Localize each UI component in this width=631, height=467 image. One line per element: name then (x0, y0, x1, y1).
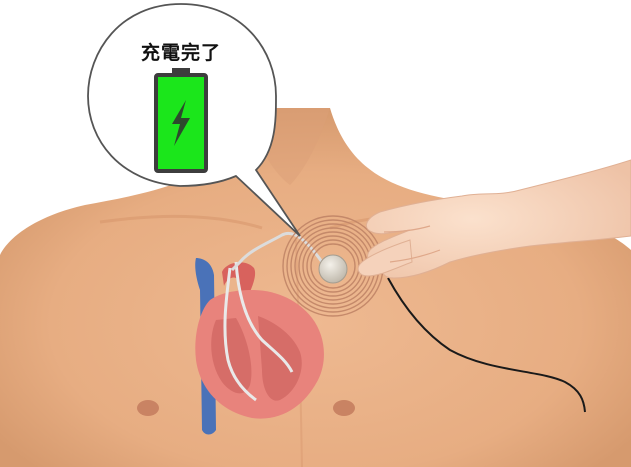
torso (0, 108, 631, 467)
charge-complete-label: 充電完了 (96, 38, 266, 65)
implant-device (319, 255, 347, 283)
right-nipple (333, 400, 355, 416)
left-nipple (137, 400, 159, 416)
